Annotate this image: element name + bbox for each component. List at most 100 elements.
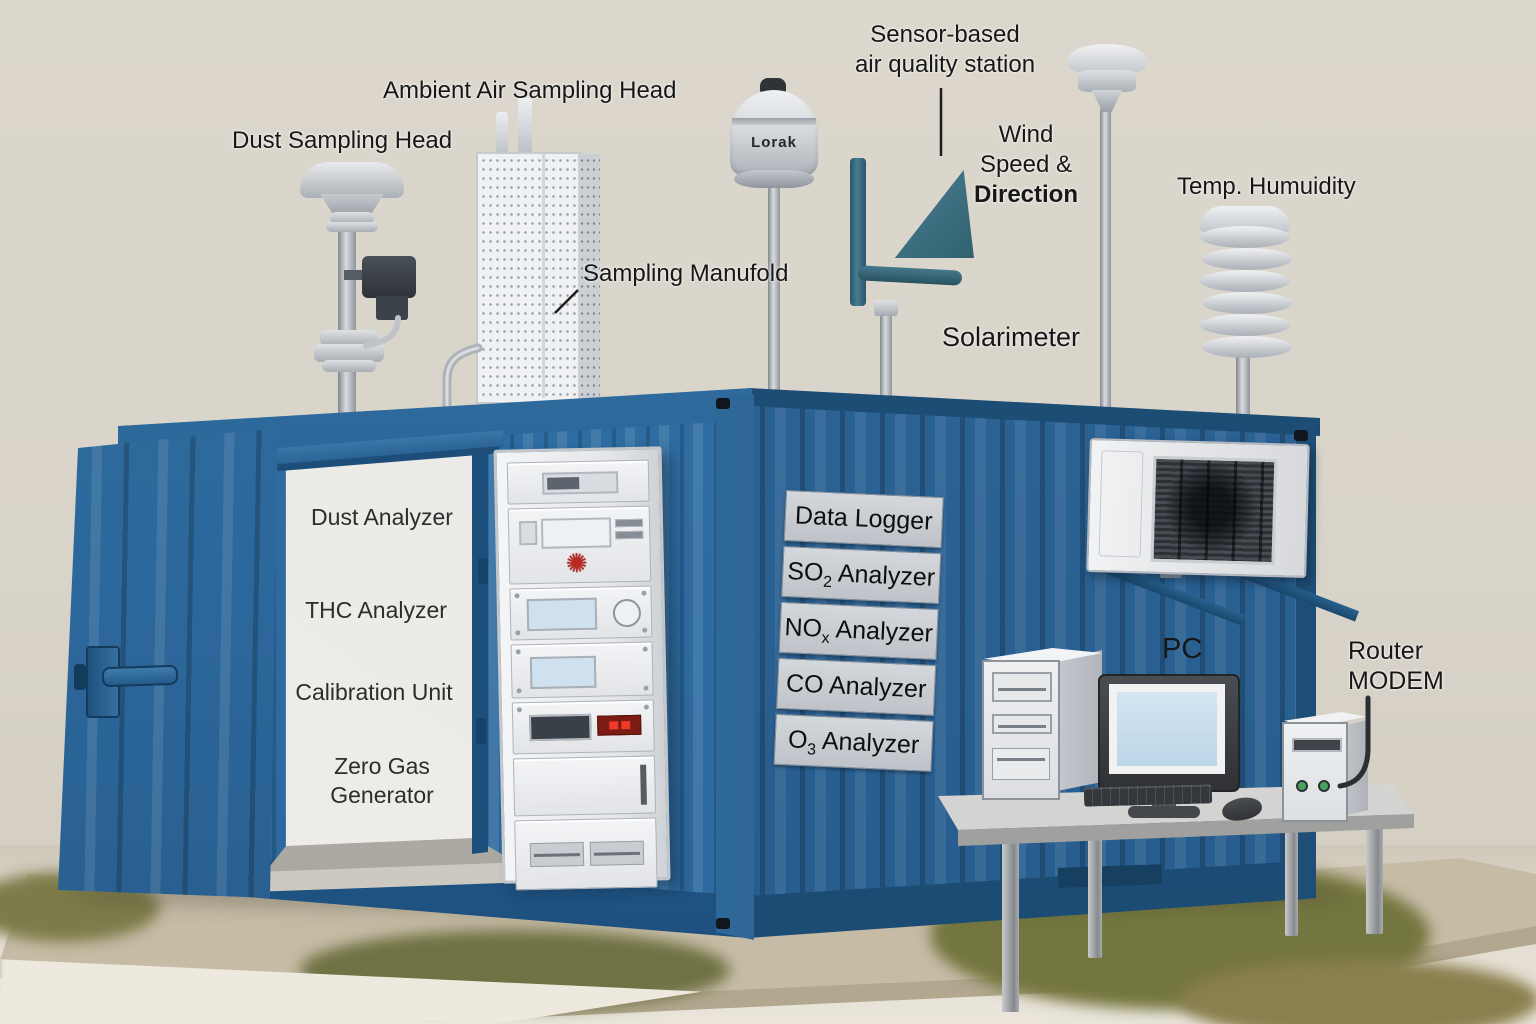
vane-lower-pole	[880, 310, 892, 420]
module-vent	[589, 840, 645, 866]
front-panel	[992, 748, 1050, 780]
monitor	[1098, 674, 1240, 792]
th-louver	[1200, 314, 1290, 336]
label-zero-gas-generator: Zero Gas Generator	[330, 753, 434, 808]
rack-module	[510, 641, 654, 699]
th-louver	[1202, 292, 1292, 314]
right-pole-cap-mid	[1078, 70, 1136, 92]
keyboard	[1083, 784, 1213, 807]
module-indicator	[614, 518, 644, 528]
desk-leg	[1285, 812, 1298, 936]
vane-collar	[874, 300, 898, 316]
module-display	[529, 713, 592, 742]
label-thc-analyzer: THC Analyzer	[305, 597, 447, 623]
module-screen	[526, 597, 598, 632]
door-hinge	[478, 558, 488, 584]
label-ambient-air-sampling-head: Ambient Air Sampling Head	[383, 77, 677, 104]
module-red-indicator	[597, 714, 642, 736]
rack-module	[509, 585, 653, 641]
label-wind-speed-direction: Wind Speed & Direction	[973, 121, 1078, 208]
dome-rim	[734, 170, 814, 188]
module-switch	[518, 520, 538, 546]
module-indicator	[615, 530, 644, 540]
dust-head-arm	[344, 270, 368, 280]
rack-module	[514, 817, 658, 891]
door-hinge	[476, 718, 486, 744]
door-handle	[101, 664, 179, 688]
side-vent-notch	[1057, 864, 1163, 888]
label-router-modem: Router MODEM	[1348, 637, 1444, 695]
grass-patch	[1180, 960, 1536, 1024]
label-sampling-manifold: Sampling Manufold	[583, 260, 789, 287]
panel-row-co-analyzer: CO Analyzer	[776, 657, 937, 716]
label-solarimeter: Solarimeter	[942, 322, 1081, 352]
modem-slot	[1292, 738, 1342, 752]
instrument-rack: ✺	[493, 446, 671, 891]
panel-row-nox-analyzer: NOx Analyzer	[778, 601, 939, 660]
module-display	[540, 517, 612, 549]
corner-casting	[716, 398, 730, 409]
drive-bay	[992, 714, 1052, 734]
panel-row-data-logger: Data Logger	[783, 490, 944, 549]
vane-arm	[857, 265, 963, 286]
pc-tower-side	[1052, 650, 1102, 792]
corner-casting	[1294, 430, 1308, 441]
tower-pipe	[518, 98, 532, 158]
panel-row-so2-analyzer: SO2 Analyzer	[781, 545, 942, 605]
label-temp-humidity: Temp. Humuidity	[1177, 173, 1356, 200]
dome-pole	[768, 186, 780, 416]
rack-module: ✺	[507, 505, 652, 585]
panel-row-o3-analyzer: O3 Analyzer	[773, 713, 934, 772]
red-emblem-icon: ✺	[565, 547, 588, 579]
right-pole	[1100, 108, 1111, 428]
module-vent-slot	[640, 764, 647, 805]
desk-leg	[1002, 834, 1019, 1012]
vane-post	[850, 158, 866, 306]
ac-fan-grille	[1150, 455, 1278, 566]
dust-head-sensor-box	[362, 256, 416, 298]
th-louver	[1200, 226, 1290, 248]
tower-pipe	[496, 112, 508, 158]
rack-module	[512, 755, 657, 817]
dome-band	[732, 118, 816, 125]
dome-top-knob	[760, 78, 786, 93]
monitor-base	[1128, 806, 1200, 818]
modem-led	[1318, 780, 1330, 792]
pc-tower	[982, 660, 1060, 800]
drive-bay	[992, 672, 1052, 702]
tower-seam	[542, 154, 545, 398]
tower-side	[578, 154, 600, 400]
rack-module	[511, 699, 655, 755]
desk-leg	[1088, 822, 1102, 958]
label-calibration-unit: Calibration Unit	[295, 679, 453, 705]
th-pole	[1236, 352, 1250, 428]
label-pc: PC	[1162, 633, 1203, 665]
label-station: Sensor-based air quality station	[854, 21, 1036, 78]
label-dust-sampling-head: Dust Sampling Head	[232, 127, 453, 154]
th-louver	[1202, 336, 1292, 358]
door-handle-hinge	[74, 664, 86, 690]
ac-grille-bars	[1153, 458, 1275, 563]
dust-head-collar	[322, 360, 376, 372]
modem-led	[1296, 780, 1308, 792]
th-louver	[1200, 270, 1290, 292]
rack-module	[506, 459, 650, 505]
right-pole-cap	[1068, 44, 1146, 74]
module-screen	[529, 655, 597, 690]
desk-leg	[1366, 806, 1383, 934]
monitor-screen	[1117, 692, 1217, 766]
ac-side-panel	[1098, 450, 1144, 558]
dust-head-sensor-box-lower	[376, 296, 408, 320]
modem	[1282, 722, 1348, 822]
dust-head-cone	[320, 194, 384, 216]
th-louver	[1202, 248, 1292, 270]
dome-body	[730, 90, 818, 176]
corner-casting	[716, 918, 730, 929]
module-dial	[612, 598, 642, 628]
module-display	[541, 471, 619, 495]
dust-head-ring	[326, 222, 378, 232]
